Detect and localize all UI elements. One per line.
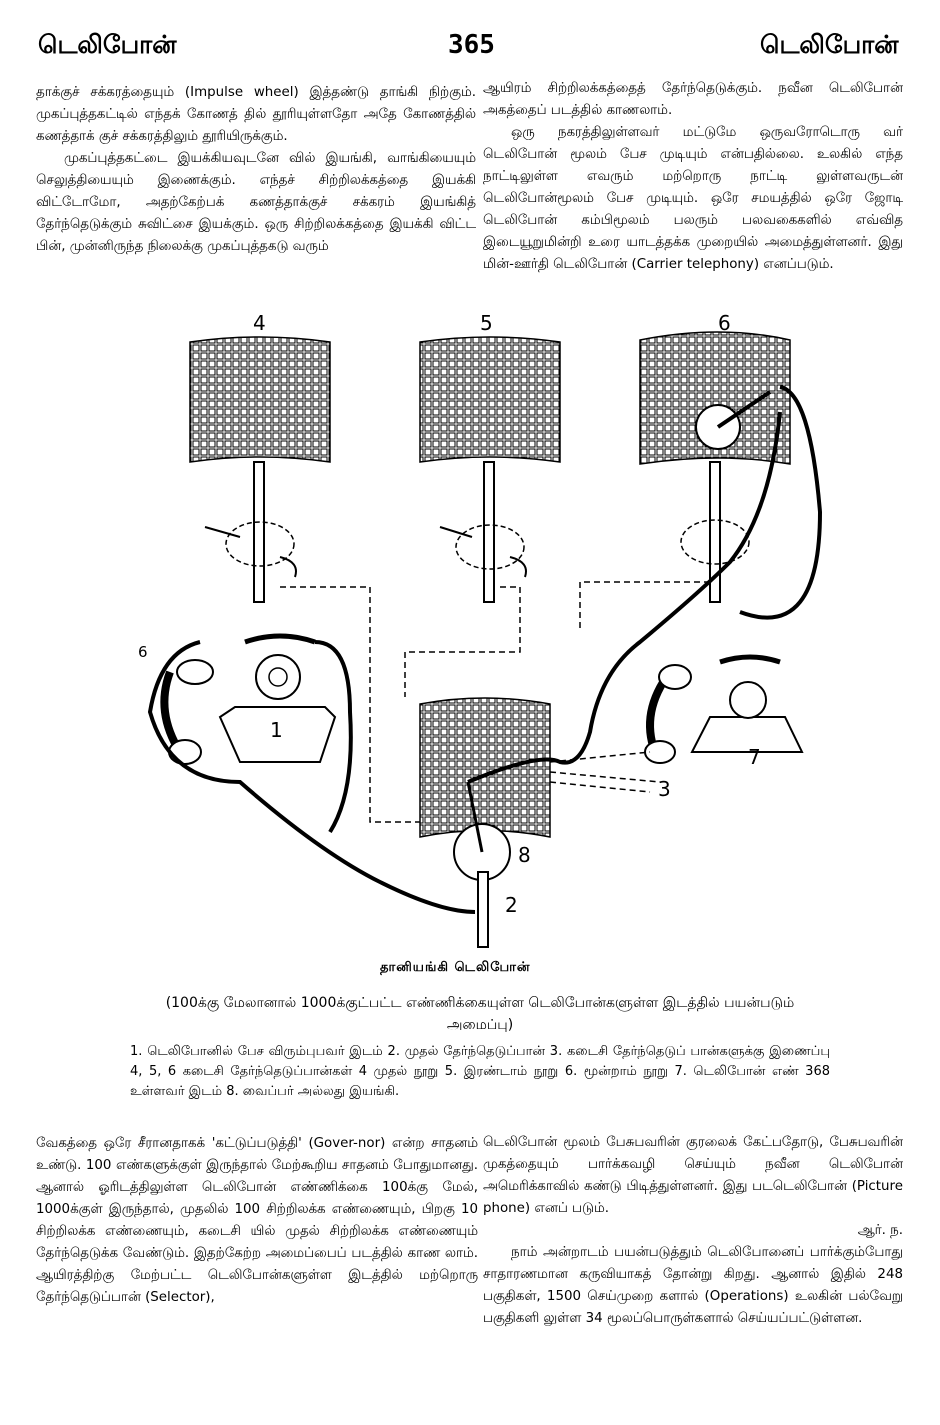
telephone-7: [644, 654, 804, 764]
figure-label: 3: [658, 777, 671, 801]
figure-caption-title: தானியங்கி டெலிபோன்: [380, 960, 531, 975]
paragraph: ஒரு நகரத்திலுள்ளவர் மட்டுமே ஒருவரோடொரு வ…: [483, 125, 903, 272]
figure-legend: 1. டெலிபோனில் பேச விரும்புபவர் இடம் 2. ம…: [130, 1044, 830, 1099]
cable-line: [739, 385, 823, 620]
selector-bank-6: [639, 331, 791, 603]
paragraph: ஆயிரம் சிற்றிலக்கத்தைத் தேர்ந்தெடுக்கும்…: [483, 81, 903, 118]
cable-line: [314, 640, 353, 834]
selector-bank-8: [419, 697, 551, 948]
bottom-left-column: வேகத்தை ஒரே சீரானதாகக் 'கட்டுப்படுத்தி' …: [36, 1133, 478, 1309]
running-header-right: டெலிபோன்: [760, 30, 899, 59]
figure-label: 7: [748, 745, 761, 769]
figure-label: 8: [518, 843, 531, 867]
top-left-column: தாக்குச் சக்கரத்தையும் (Impulse wheel) இ…: [36, 82, 476, 258]
figure-label: 1: [270, 718, 283, 742]
paragraph: வேகத்தை ஒரே சீரானதாகக் 'கட்டுப்படுத்தி' …: [36, 1136, 478, 1305]
paragraph: முகப்புத்தகட்டை இயக்கியவுடனே வில் இயங்கி…: [36, 151, 476, 254]
running-header-left: டெலிபோன்: [38, 30, 177, 59]
figure-label: 4: [253, 312, 266, 335]
author-signature: ஆர். ந.: [857, 1223, 903, 1238]
telephone-1: [160, 633, 337, 765]
dashed-connection: [280, 581, 710, 823]
top-right-column: ஆயிரம் சிற்றிலக்கத்தைத் தேர்ந்தெடுக்கும்…: [483, 78, 903, 276]
paragraph: தாக்குச் சக்கரத்தையும் (Impulse wheel) இ…: [36, 85, 476, 144]
figure-label: 5: [480, 312, 493, 335]
figure-label: 6: [138, 643, 148, 661]
selector-bank-4: [189, 336, 331, 603]
selector-bank-5: [419, 336, 561, 603]
cable-line: [467, 411, 782, 784]
figure-label: 6: [718, 312, 731, 335]
cable-line: [147, 640, 476, 914]
figure-label: 2: [505, 893, 518, 917]
automatic-telephone-diagram: 4 5 6 1 7 3 8 2 6: [138, 312, 823, 948]
paragraph: நாம் அன்றாடம் பயன்படுத்தும் டெலிபோனைப் ப…: [483, 1245, 903, 1326]
page-number: 365: [448, 30, 495, 60]
paragraph: டெலிபோன் மூலம் பேசுபவரின் குரலைக் கேட்பத…: [483, 1135, 903, 1216]
figure-caption-subtitle: (100க்கு மேலானால் 1000க்குட்பட்ட எண்ணிக்…: [165, 995, 795, 1033]
bottom-right-column: டெலிபோன் மூலம் பேசுபவரின் குரலைக் கேட்பத…: [483, 1132, 903, 1330]
